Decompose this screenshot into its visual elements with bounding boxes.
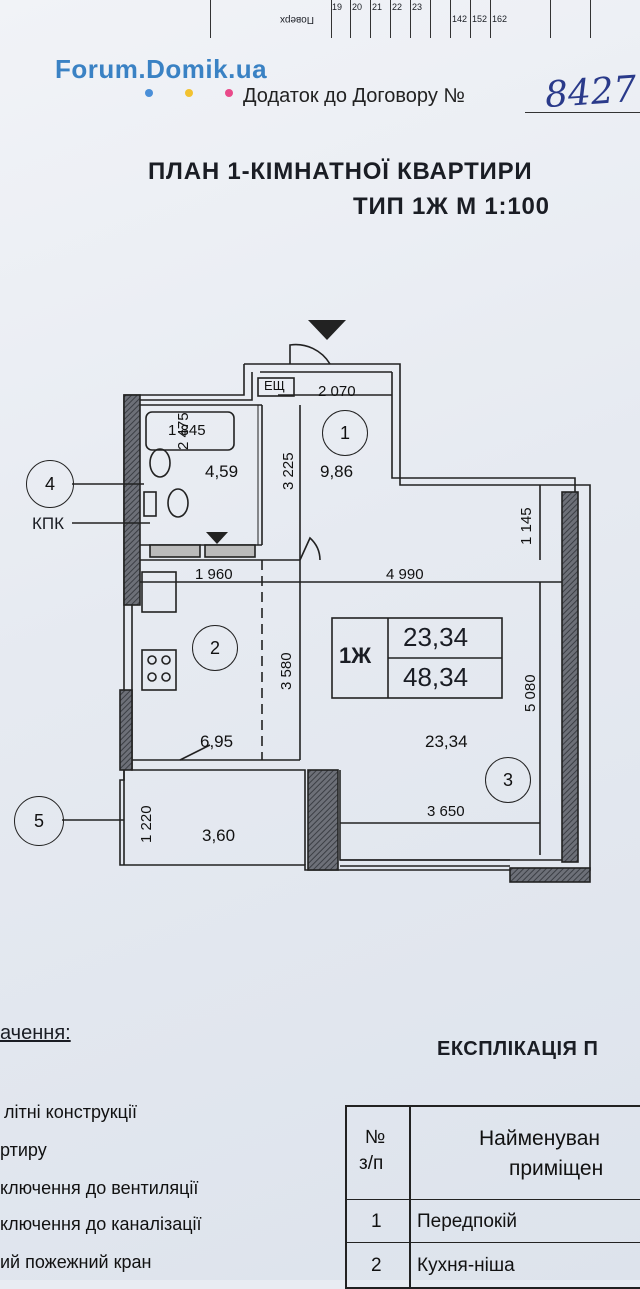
top-strip-cell: 152 [472,14,488,24]
plan-subtitle: ТИП 1Ж М 1:100 [353,193,550,220]
top-strip-cell: 19 [332,2,343,12]
top-strip-cell: 22 [392,2,403,12]
table-row-name: Передпокій [417,1211,518,1232]
floor-plan [62,320,591,883]
callout-circle: 4 [26,460,74,508]
apartment-type-label: 1Ж [339,643,372,668]
dimension-label: 1 145 [518,507,535,545]
legend-title: ачення: [0,1022,71,1044]
room-1-area: 9,86 [320,462,354,481]
living-area-value: 23,34 [403,622,469,652]
top-strip-cell: 20 [352,2,363,12]
room-number-circle: 1 [322,410,368,456]
dimension-label: 1 220 [138,805,155,843]
table-row-name: Кухня-ніша [417,1255,515,1276]
room-2-area: 6,95 [200,732,234,751]
explication-table: № з/п Найменуван приміщен 1 Передпокій 2… [345,1105,640,1289]
table-row-no: 1 [371,1211,382,1232]
shaft-label: ЕЩ [264,378,285,393]
balcony-area: 3,60 [202,826,236,845]
room-number-circle: 2 [192,625,238,671]
top-strip-cell: 23 [412,2,423,12]
column-header-name: приміщен [509,1157,604,1180]
bathroom-area: 4,59 [205,462,239,481]
callout-circle: 5 [14,796,64,846]
dimension-label: 5 080 [522,674,539,712]
top-strip-cell: 21 [372,2,383,12]
addendum-underline [525,112,640,113]
dimension-label: 3 580 [278,652,295,690]
total-area-value: 48,34 [403,662,469,692]
legend-item: ий пожежний кран [0,1252,152,1272]
room-number-circle: 3 [485,757,531,803]
dimension-label: 1 845 [168,422,206,439]
explication-title: ЕКСПЛІКАЦІЯ П [437,1038,599,1060]
dimension-label: 2 070 [318,383,356,400]
legend-item: ртиру [0,1140,47,1160]
legend-item: ключення до каналізації [0,1214,202,1234]
dimension-label: 3 225 [280,452,297,490]
column-header-name: Найменуван [479,1127,600,1150]
dimension-label: 2 475 [175,412,192,450]
top-strip-table: Поверх 19 20 21 22 23 142 152 162 [210,0,640,38]
watermark-logo: Forum.Domik.ua [55,54,268,84]
callout-label: КПК [32,514,65,533]
column-header-no: з/п [359,1153,384,1174]
top-strip-cell: 162 [492,14,508,24]
dimension-label: 4 990 [386,566,424,583]
plan-title: ПЛАН 1-КІМНАТНОЇ КВАРТИРИ [148,158,533,185]
column-header-no: № [365,1127,386,1148]
room-3-area: 23,34 [425,732,468,751]
addendum-text: Додаток до Договору № [243,85,465,107]
dimension-label: 1 960 [195,566,233,583]
legend-item: ключення до вентиляції [0,1178,199,1198]
dimension-label: 3 650 [427,803,465,820]
table-row-no: 2 [371,1255,382,1276]
top-strip-cell: 142 [452,14,468,24]
legend-item: літні конструкції [4,1102,137,1122]
